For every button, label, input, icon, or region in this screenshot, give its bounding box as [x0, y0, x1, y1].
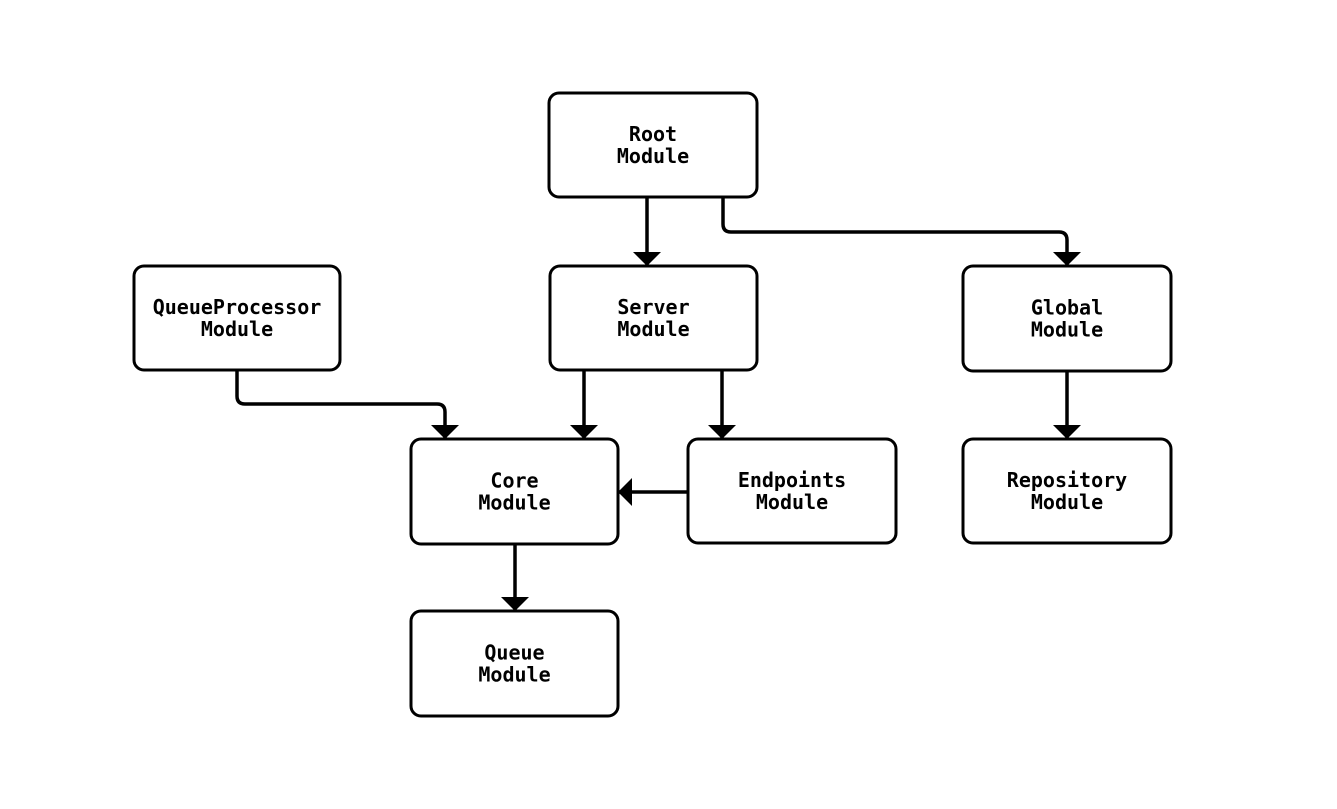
node-global-module-label-line-1: Module: [1031, 318, 1103, 342]
node-root-module-box: [547, 91, 759, 199]
node-repository-module-label-line-1: Module: [1031, 490, 1103, 514]
node-queue-module-label-line-0: Queue: [484, 641, 544, 665]
node-root-module-label-line-1: Module: [617, 144, 689, 168]
node-root-module-label-line-0: Root: [629, 122, 677, 146]
node-queue-module-label-line-1: Module: [478, 663, 550, 687]
node-server-module-label-line-1: Module: [617, 317, 689, 341]
node-queueprocessor-module-box: [132, 264, 342, 372]
node-core-module-label-line-0: Core: [490, 469, 538, 493]
edge-root-module-to-global-module: [721, 197, 1081, 266]
node-endpoints-module-label-line-0: Endpoints: [738, 468, 846, 492]
node-global-module-box: [961, 264, 1173, 373]
node-repository-module-label-line-0: Repository: [1007, 468, 1127, 492]
node-queueprocessor-module-label-line-1: Module: [201, 317, 273, 341]
edge-queueprocessor-module-to-core-module: [235, 370, 459, 439]
node-core-module-label-line-1: Module: [478, 491, 550, 515]
node-endpoints-module-label-line-1: Module: [756, 490, 828, 514]
node-core-module-box: [409, 437, 620, 546]
node-repository-module-box: [961, 437, 1173, 545]
node-server-module-label-line-0: Server: [617, 295, 689, 319]
node-global-module-label-line-0: Global: [1031, 296, 1103, 320]
node-endpoints-module-box: [686, 437, 898, 545]
node-queue-module-box: [409, 609, 620, 718]
node-queueprocessor-module-label-line-0: QueueProcessor: [153, 295, 322, 319]
node-server-module-box: [548, 264, 759, 372]
